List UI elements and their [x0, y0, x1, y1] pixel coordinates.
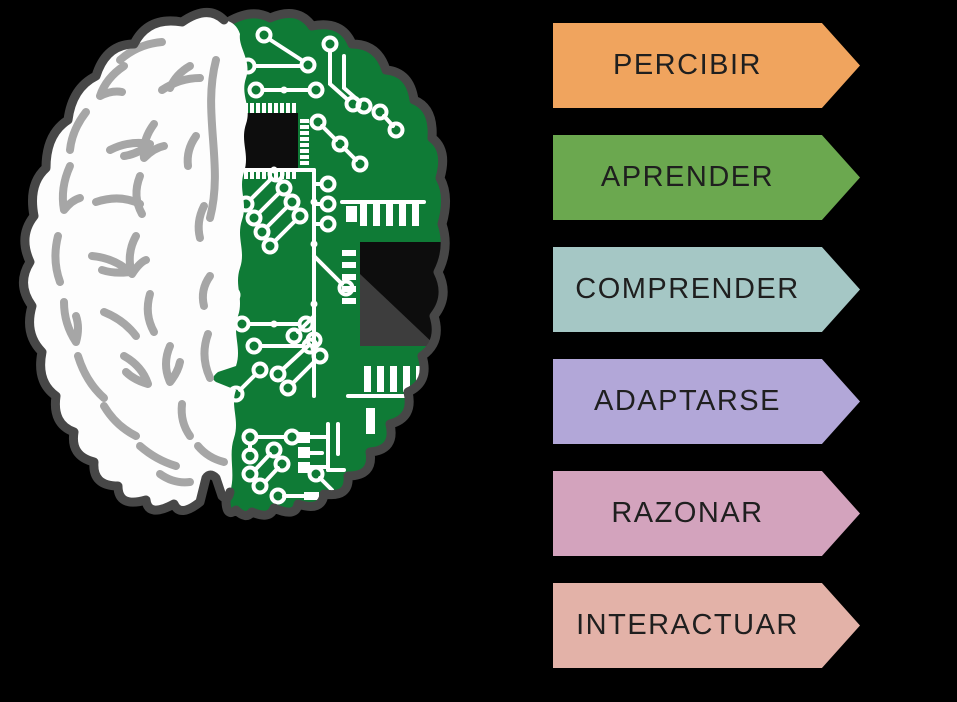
arrow-comprender: COMPRENDER — [553, 247, 860, 332]
arrow-percibir: PERCIBIR — [553, 23, 860, 108]
arrow-comprender-label: COMPRENDER — [575, 273, 800, 305]
arrow-aprender-label: APRENDER — [600, 161, 775, 193]
left-hemisphere-brain — [19, 8, 248, 515]
brain-illustration — [19, 8, 450, 520]
capability-arrow-list: PERCIBIR APRENDER COMPRENDER ADAPTARSE R… — [553, 23, 860, 668]
right-hemisphere-pcb — [178, 9, 450, 520]
arrow-adaptarse: ADAPTARSE — [553, 359, 860, 444]
brain-outline — [19, 8, 235, 515]
arrow-interactuar-label: INTERACTUAR — [576, 609, 799, 641]
arrow-interactuar: INTERACTUAR — [553, 583, 860, 668]
chip-right — [360, 242, 442, 346]
pcb-outline — [221, 9, 450, 520]
arrow-razonar: RAZONAR — [553, 471, 860, 556]
circuit-pads — [244, 86, 423, 500]
arrow-aprender: APRENDER — [553, 135, 860, 220]
brain-sulci — [51, 38, 228, 487]
arrow-razonar-label: RAZONAR — [611, 497, 764, 529]
arrow-percibir-label: PERCIBIR — [613, 49, 762, 81]
arrow-adaptarse-label: ADAPTARSE — [593, 385, 781, 417]
